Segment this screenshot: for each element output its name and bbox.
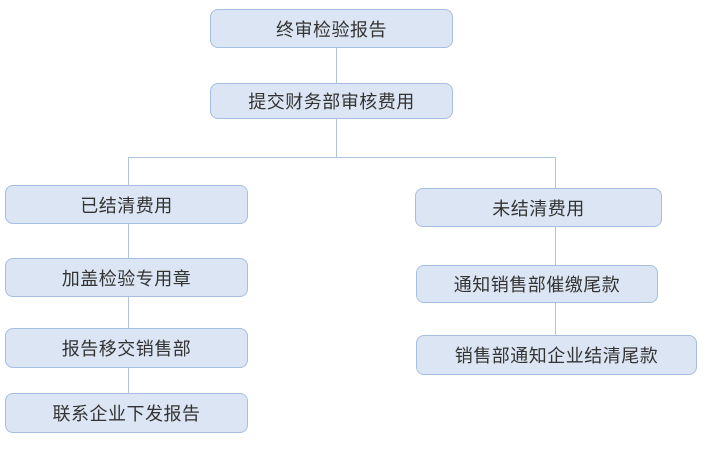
node-label: 已结清费用 [80, 195, 173, 217]
node-label: 通知销售部催缴尾款 [453, 275, 621, 296]
node-fees-unsettled: 未结清费用 [415, 188, 662, 227]
node-label: 加盖检验专用章 [61, 268, 192, 290]
connector-branch-horizontal [128, 157, 556, 158]
connector-final-to-submit [336, 48, 337, 83]
connector-stamp-to-transfer [128, 297, 129, 328]
node-label: 报告移交销售部 [61, 339, 192, 360]
connector-transfer-to-contact [128, 368, 129, 393]
connector-notify-to-salesnotify [555, 303, 556, 335]
connector-settled-to-stamp [128, 224, 129, 258]
node-label: 终审检验报告 [276, 19, 387, 41]
node-sales-notify-enterprise-settle: 销售部通知企业结清尾款 [416, 335, 697, 375]
node-label: 提交财务部审核费用 [248, 92, 415, 113]
node-label: 未结清费用 [492, 198, 585, 220]
node-notify-sales-collect-balance: 通知销售部催缴尾款 [416, 265, 658, 303]
node-stamp-inspection-seal: 加盖检验专用章 [5, 258, 248, 297]
node-label: 销售部通知企业结清尾款 [454, 346, 659, 367]
connector-branch-to-settled [128, 157, 129, 185]
node-contact-enterprise-issue-report: 联系企业下发报告 [5, 393, 248, 433]
node-final-inspection-report: 终审检验报告 [210, 9, 453, 48]
node-submit-finance-review: 提交财务部审核费用 [210, 83, 453, 119]
connector-submit-to-branch [336, 119, 337, 157]
node-fees-settled: 已结清费用 [5, 185, 248, 224]
node-label: 联系企业下发报告 [52, 404, 201, 425]
connector-branch-to-unsettled [555, 157, 556, 188]
node-report-to-sales-dept: 报告移交销售部 [5, 328, 248, 368]
connector-unsettled-to-notify [555, 227, 556, 265]
